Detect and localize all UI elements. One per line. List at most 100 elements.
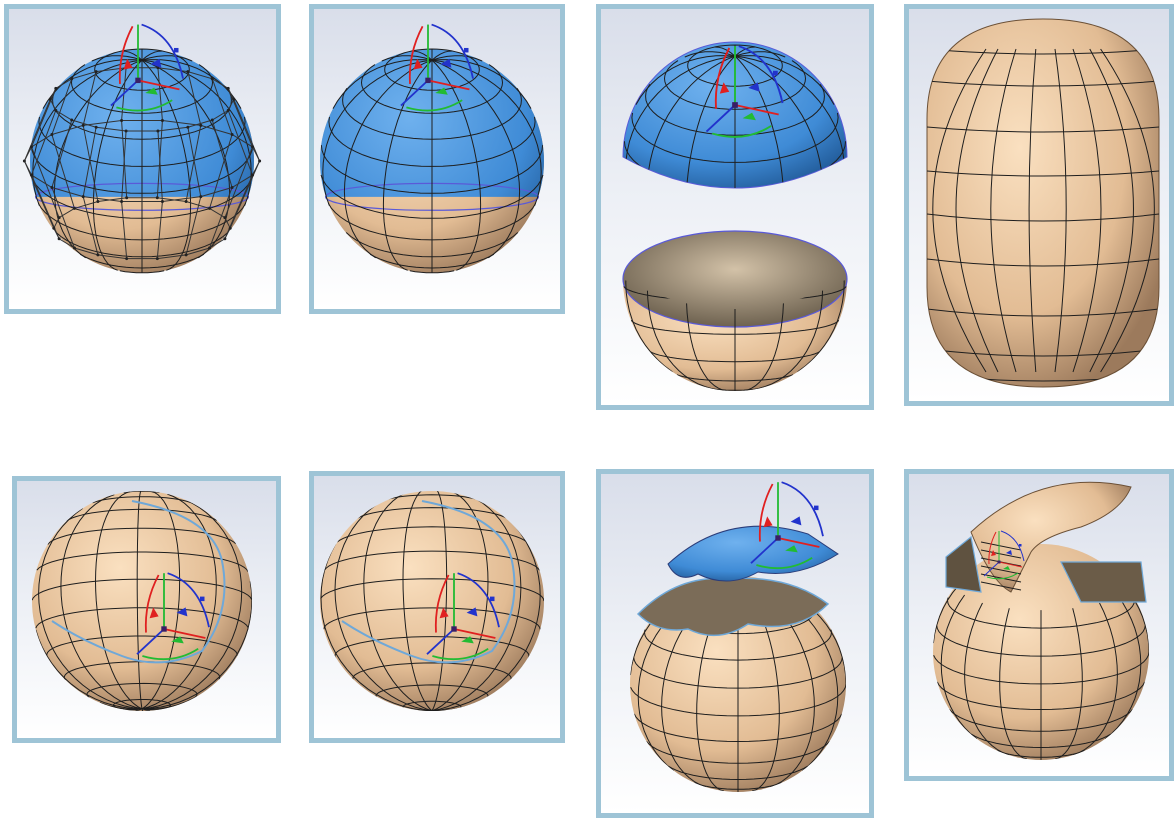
mesh-longitude-line xyxy=(429,710,433,711)
cage-vertex xyxy=(70,77,74,81)
mesh-latitude-line xyxy=(369,253,495,269)
cage-vertex xyxy=(120,118,124,122)
mesh-longitude-line xyxy=(141,59,231,259)
flap-mesh-line xyxy=(980,565,1022,575)
cage-edge xyxy=(229,160,261,229)
mesh-longitude-line xyxy=(320,543,433,711)
cage-vertex xyxy=(258,159,262,163)
transform-triad-icon xyxy=(426,572,500,661)
cage-vertex xyxy=(155,257,159,261)
viewport-panel-capsule[interactable] xyxy=(904,4,1174,406)
triad-origin-handle xyxy=(775,535,781,541)
rotate-ring-blue xyxy=(781,481,824,537)
mesh-latitude-line xyxy=(47,527,237,545)
cage-vertex xyxy=(125,257,129,261)
handle-blue xyxy=(440,58,452,68)
mesh-longitude-line xyxy=(734,51,786,58)
cage-edge xyxy=(185,125,202,202)
mesh-latitude-line xyxy=(415,489,449,490)
patched-sphere-model xyxy=(320,489,544,711)
cage-edge xyxy=(82,127,97,197)
handle-blue-square xyxy=(490,596,495,602)
mesh-longitude-line xyxy=(431,710,444,711)
mesh-longitude-line xyxy=(141,697,194,710)
axis-z-blue xyxy=(400,79,429,107)
mesh-longitude-line xyxy=(801,612,839,772)
cage-edge xyxy=(31,110,57,176)
cage-vertex xyxy=(125,196,129,200)
handle-green xyxy=(145,87,158,95)
viewport-panel-sphere-cage[interactable] xyxy=(4,4,281,314)
cage-vertex xyxy=(72,246,76,250)
cage-edge xyxy=(23,160,55,229)
mesh-longitude-line xyxy=(714,46,736,57)
mesh-longitude-line xyxy=(646,279,713,390)
mesh-vertical-line xyxy=(1100,48,1155,373)
mesh-longitude-line xyxy=(334,496,433,711)
mesh-vertical-line xyxy=(990,48,1017,373)
capsule-mesh xyxy=(927,48,1159,382)
axis-x-red xyxy=(163,628,206,639)
cage-vertex xyxy=(81,195,85,199)
mesh-longitude-line xyxy=(431,50,453,61)
mesh-latitude-line xyxy=(36,551,249,572)
axis-x-red xyxy=(137,79,180,91)
viewport-panel-sphere-patch-bulged[interactable] xyxy=(309,471,565,743)
rotate-ring-green xyxy=(406,99,463,112)
mesh-latitude-line xyxy=(667,765,809,780)
separated-halves-model xyxy=(622,41,848,391)
mesh-longitude-line xyxy=(99,702,143,710)
viewport-panel-separated-halves[interactable] xyxy=(596,4,874,410)
mesh-latitude-line xyxy=(676,374,794,382)
mesh-longitude-line xyxy=(141,59,192,271)
split-sphere-model xyxy=(22,23,262,274)
rotate-ring-blue xyxy=(141,23,184,79)
viewport-panel-sphere-split[interactable] xyxy=(309,4,565,314)
rotate-ring-red xyxy=(434,574,450,633)
cage-vertex xyxy=(230,133,234,137)
cage-edge xyxy=(209,134,233,209)
mesh-latitude-line xyxy=(37,203,247,241)
mesh-latitude-line xyxy=(79,253,205,269)
mesh-latitude-line xyxy=(334,636,530,659)
split-sphere-model xyxy=(320,23,544,274)
cage-vertex xyxy=(96,253,100,257)
mesh-longitude-line xyxy=(382,59,433,271)
handle-blue xyxy=(176,607,188,617)
viewport-panel-opened-lid[interactable] xyxy=(904,469,1174,781)
cage-vertex xyxy=(210,77,214,81)
handle-blue-square xyxy=(773,70,778,76)
cage-edge xyxy=(121,120,128,198)
handle-blue xyxy=(748,82,760,92)
opened-lid-model xyxy=(933,481,1149,760)
patched-sphere-model xyxy=(32,491,252,711)
cage-edge xyxy=(185,196,202,256)
mesh-horizontal-line xyxy=(927,126,1159,133)
mesh-horizontal-line xyxy=(927,48,1159,55)
cavity-left xyxy=(945,535,982,593)
cage-vertex xyxy=(57,237,61,241)
cage-edge xyxy=(121,201,128,259)
handle-red xyxy=(439,607,449,619)
mesh-longitude-line xyxy=(92,59,143,271)
mesh-longitude-line xyxy=(322,59,433,206)
mesh-longitude-line xyxy=(933,585,959,644)
viewport-panel-lifted-cap[interactable] xyxy=(596,469,874,818)
mesh-longitude-line xyxy=(38,507,143,710)
viewport-canvas xyxy=(32,491,252,711)
axis-x-red xyxy=(453,628,496,639)
mesh-longitude-line xyxy=(422,710,433,711)
rotate-ring-blue xyxy=(457,572,500,628)
mesh-longitude-line xyxy=(637,612,675,772)
cage-vertex xyxy=(186,125,190,129)
cage-vertex xyxy=(156,129,160,133)
handle-red xyxy=(149,607,159,619)
cage-edge xyxy=(157,130,163,202)
rotate-ring-green xyxy=(432,648,489,661)
viewport-canvas xyxy=(933,481,1149,760)
mesh-vertical-line xyxy=(932,48,987,373)
mesh-longitude-line xyxy=(431,59,482,271)
cage-edge xyxy=(31,88,57,148)
viewport-panel-sphere-patch[interactable] xyxy=(12,476,281,743)
handle-green xyxy=(785,545,798,553)
